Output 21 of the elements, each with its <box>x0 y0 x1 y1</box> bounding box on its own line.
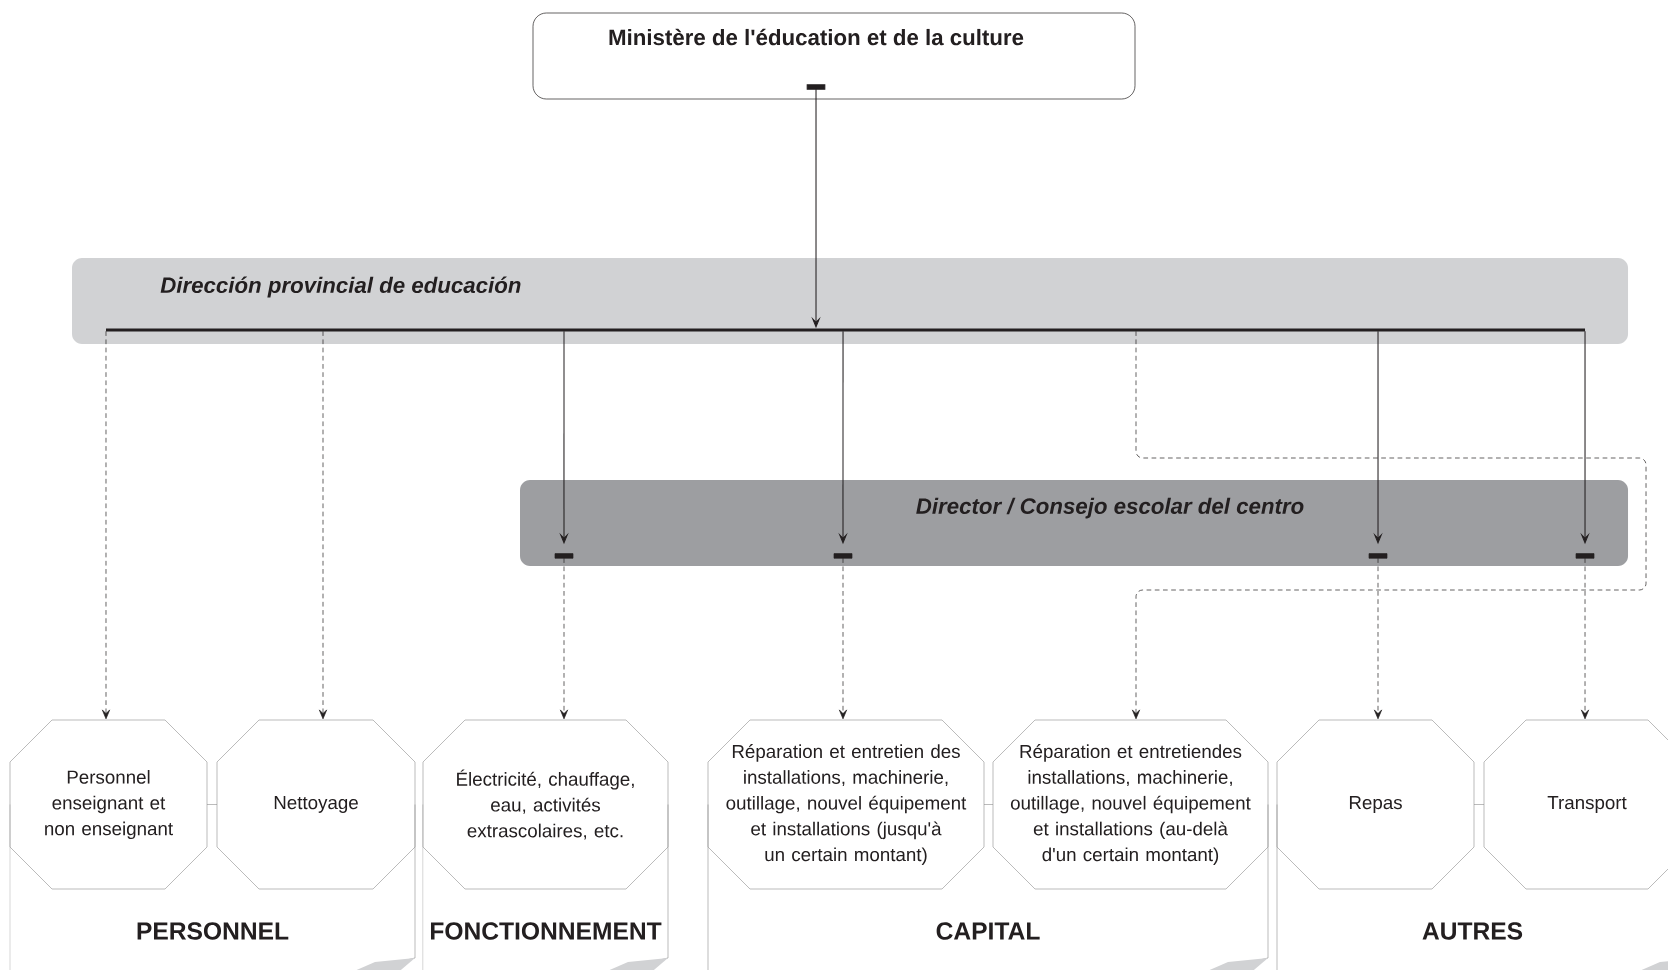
band: Director / Consejo escolar del centro <box>520 480 1628 566</box>
cost-octagon: Réparation et entretien des installations, machinerie, outillage, nouvel équipement et installations (jusqu'à un certain montant) <box>707 719 985 890</box>
cost-octagon: Électricité, chauffage, eau, activités extrascolaires, etc. <box>422 719 669 890</box>
cost-octagon: Transport <box>1483 719 1668 890</box>
arrow <box>1131 330 1647 720</box>
node-label: FONCTIONNEMENT <box>430 922 662 940</box>
cost-octagon: Personnel enseignant et non enseignant <box>9 719 208 890</box>
node-label: PERSONNEL <box>137 922 289 940</box>
band: Dirección provincial de educación <box>72 258 1628 344</box>
arrow <box>1368 553 1388 720</box>
node-label: AUTRES <box>1422 922 1523 940</box>
arrow <box>1575 553 1595 720</box>
arrow <box>833 553 853 720</box>
cost-octagon: Nettoyage <box>216 719 416 890</box>
arrow <box>318 330 328 720</box>
cost-octagon: Repas <box>1276 719 1475 890</box>
org-box: Ministère de l'éducation et de la culture <box>532 12 1136 100</box>
node-label: CAPITAL <box>936 922 1040 940</box>
arrow <box>101 330 111 720</box>
cost-octagon: Réparation et entretiendes installations, machinerie, outillage, nouvel équipement et installations (au-delà d'un certain montant) <box>992 719 1269 890</box>
arrow <box>554 553 574 720</box>
